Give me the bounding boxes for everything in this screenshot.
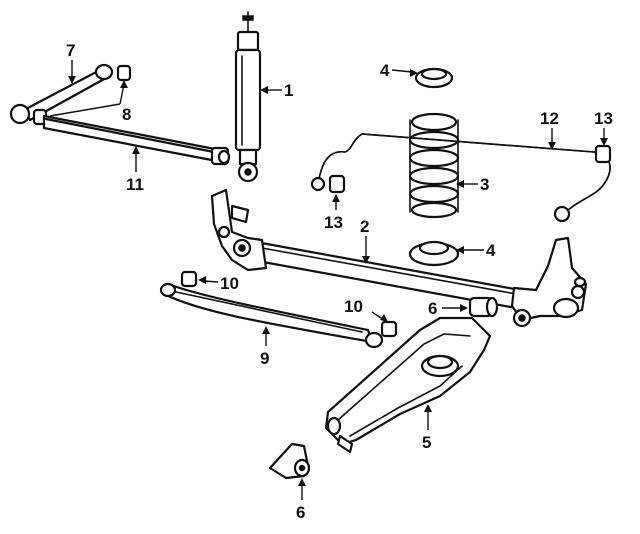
leader-lines [49,60,608,500]
upper-link[interactable] [9,63,114,125]
callout-3: 3 [480,175,489,194]
callout-8: 8 [122,105,131,124]
bushing-axle[interactable] [468,296,499,318]
axle-tube[interactable] [210,188,588,328]
callout-10-right: 10 [344,297,363,316]
shock-absorber[interactable] [234,11,262,183]
coil-spring[interactable] [408,112,460,219]
lower-arm[interactable] [324,316,492,454]
callout-4-lower: 4 [486,241,496,260]
bar-bushing-right[interactable] [380,320,398,338]
lower-link[interactable] [42,114,231,166]
callout-2: 2 [360,217,369,236]
callout-13-left: 13 [324,213,343,232]
callout-6-upper: 6 [428,299,437,318]
link-bushings[interactable] [32,64,132,126]
callout-5: 5 [422,433,431,452]
callout-11: 11 [126,175,144,194]
callout-13-right: 13 [594,109,613,128]
callout-12: 12 [540,109,559,128]
stabilizer-bar[interactable] [310,133,611,223]
callout-labels: 1 4 3 4 2 12 13 13 7 8 11 10 10 6 9 5 6 [66,41,613,522]
callout-10-left: 10 [220,274,239,293]
lower-spring-seat[interactable] [408,240,460,267]
upper-spring-seat[interactable] [414,67,454,89]
bushing-bottom[interactable] [268,442,311,480]
stabilizer-bushing-right[interactable] [594,144,612,164]
callout-4-upper: 4 [380,61,390,80]
callout-1: 1 [284,81,293,100]
stabilizer-bushing-left[interactable] [328,174,346,194]
callout-7: 7 [66,41,75,60]
track-bar[interactable] [159,282,384,349]
bar-bushing-left[interactable] [180,270,198,288]
callout-6-lower: 6 [296,503,305,522]
callout-9: 9 [260,349,269,368]
